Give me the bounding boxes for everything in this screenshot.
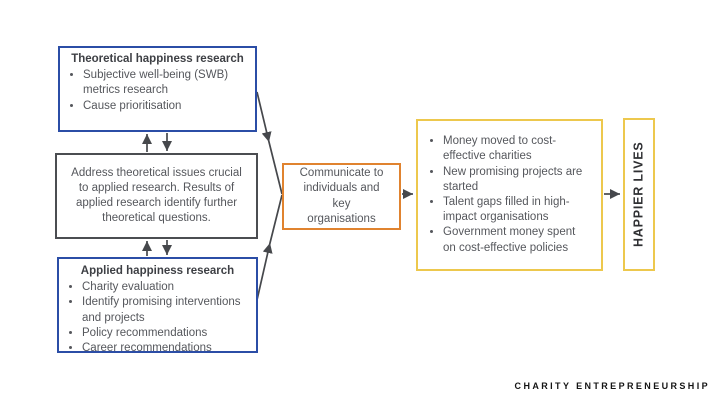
bullet-item: Career recommendations (82, 341, 248, 356)
bullet-item: New promising projects are started (443, 165, 591, 195)
bullet-item: Talent gaps filled in high-impact organi… (443, 195, 591, 225)
communicate-text: Communicate to individuals and key organ… (299, 167, 384, 225)
theoretical-bullet-list: Subjective well-being (SWB) metrics rese… (66, 68, 249, 114)
bullet-item: Money moved to cost-effective charities (443, 134, 591, 164)
applied-bullet-list: Charity evaluation Identify promising in… (65, 280, 250, 356)
arrow-theoretical-to-communicate-icon (256, 91, 283, 195)
outcomes-bullet-list: Money moved to cost-effective charities … (426, 134, 593, 255)
research-exchange-text: Address theoretical issues crucial to ap… (71, 166, 242, 225)
research-exchange-box: Address theoretical issues crucial to ap… (55, 153, 258, 239)
applied-research-title: Applied happiness research (80, 265, 235, 277)
applied-research-box: Applied happiness research Charity evalu… (57, 257, 258, 356)
bullet-item: Government money spent on cost-effective… (443, 225, 591, 255)
arrow-applied-to-communicate-icon (256, 194, 283, 301)
bullet-item: Cause prioritisation (83, 99, 247, 114)
bullet-item: Policy recommendations (82, 326, 248, 341)
happier-lives-label: HAPPIER LIVES (631, 141, 646, 248)
outcomes-box: Money moved to cost-effective charities … (416, 119, 603, 271)
communicate-box: Communicate to individuals and key organ… (282, 163, 401, 230)
bullet-item: Subjective well-being (SWB) metrics rese… (83, 68, 247, 98)
bullet-item: Identify promising interventions and pro… (82, 295, 248, 325)
theoretical-research-title: Theoretical happiness research (71, 53, 244, 65)
charity-entrepreneurship-wordmark: CHARITY ENTREPRENEURSHIP (514, 381, 710, 391)
bullet-item: Charity evaluation (82, 280, 248, 295)
theoretical-research-box: Theoretical happiness research Subjectiv… (58, 46, 257, 132)
happier-lives-box: HAPPIER LIVES (623, 118, 655, 271)
